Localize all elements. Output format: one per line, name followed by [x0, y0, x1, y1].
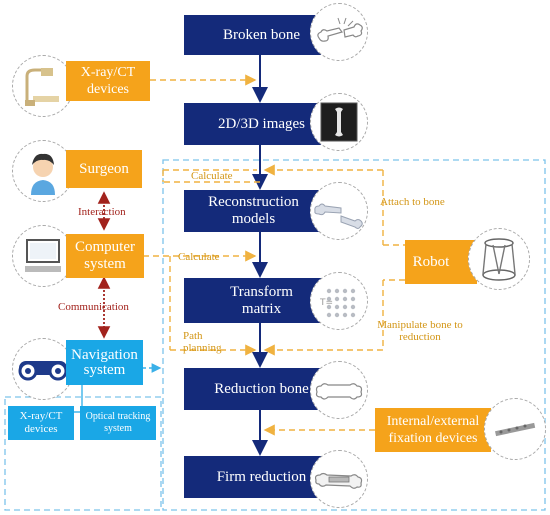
- firm-reduction-label: Firm reduction: [216, 468, 307, 485]
- manipulate-bone-label: Manipulate bone to reduction: [377, 319, 463, 343]
- xray-image-icon: [310, 93, 368, 151]
- surgeon-avatar-icon: [12, 140, 74, 202]
- bone-model-icon: [310, 182, 368, 240]
- xray-ct-box: X-ray/CT devices: [66, 61, 150, 101]
- computer-system-label: Computer system: [75, 239, 135, 272]
- svg-text:T=: T=: [319, 298, 333, 308]
- navigation-subgroup: [4, 396, 162, 511]
- calculate-label-1: Calculate: [191, 170, 233, 182]
- fixation-devices-box: Internal/external fixation devices: [375, 408, 491, 452]
- xray-ct-label: X-ray/CT devices: [80, 65, 136, 97]
- surgeon-label: Surgeon: [79, 160, 129, 177]
- reduced-bone-icon: [310, 361, 368, 419]
- broken-bone-label: Broken bone: [222, 26, 301, 43]
- computer-system-box: Computer system: [66, 234, 144, 278]
- navigation-region: [162, 159, 546, 511]
- fixation-devices-label: Internal/external fixation devices: [386, 414, 480, 446]
- xray-ct-subbox: X-ray/CT devices: [8, 406, 74, 440]
- surgeon-box: Surgeon: [66, 150, 142, 188]
- robot-box: Robot: [405, 240, 477, 284]
- transform-label: Transform matrix: [230, 283, 293, 317]
- optical-tracking-label: Optical tracking system: [85, 411, 151, 434]
- navigation-system-box: Navigation system: [66, 340, 143, 385]
- path-planning-label: Path planning: [183, 330, 222, 354]
- robot-icon: [468, 228, 530, 290]
- images-label: 2D/3D images: [217, 115, 306, 132]
- navigation-camera-icon: [12, 338, 74, 400]
- attach-to-bone-label: Attach to bone: [380, 196, 445, 208]
- matrix-dots-icon: T=: [310, 272, 368, 330]
- reduction-bone-label: Reduction bone: [214, 380, 309, 397]
- fixed-bone-icon: [310, 450, 368, 508]
- robot-label: Robot: [412, 253, 450, 270]
- calculate-label-2: Calculate: [178, 251, 220, 263]
- fixation-rod-icon: [484, 398, 546, 460]
- xray-machine-icon: [12, 55, 74, 117]
- xray-ct-sub-label: X-ray/CT devices: [19, 410, 63, 435]
- optical-tracking-box: Optical tracking system: [80, 406, 156, 440]
- computer-icon: [12, 225, 74, 287]
- navigation-system-label: Navigation system: [71, 346, 138, 378]
- interaction-label: Interaction: [78, 206, 126, 218]
- reconstruction-label: Reconstruction models: [208, 194, 299, 227]
- broken-bone-icon: [310, 3, 368, 61]
- communication-label: Communication: [58, 301, 129, 313]
